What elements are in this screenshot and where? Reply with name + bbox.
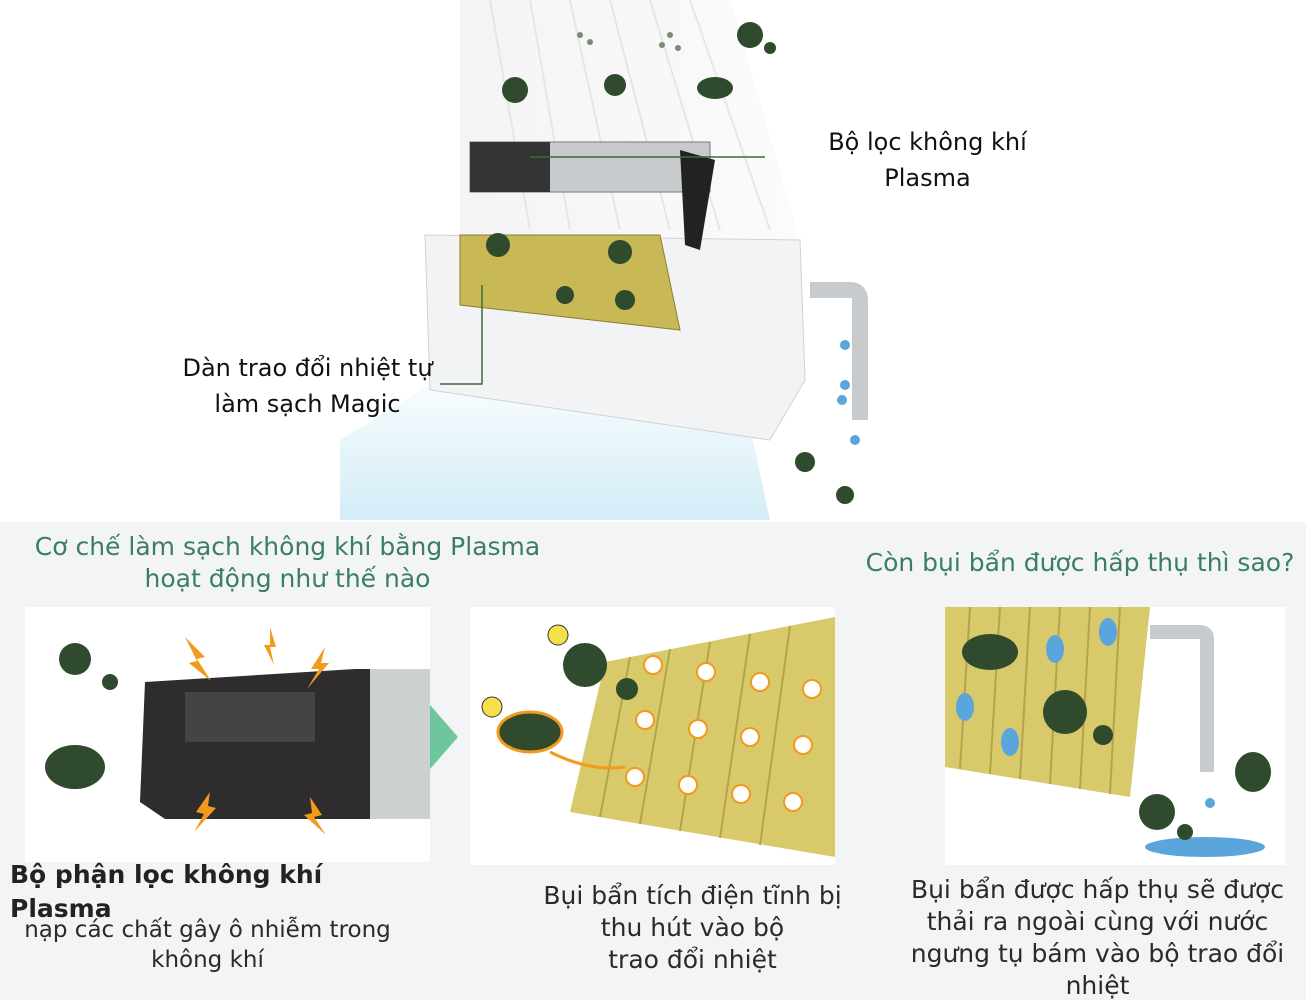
caption-line: Bụi bẩn tích điện tĩnh bị — [543, 881, 842, 910]
caption-line: không khí — [151, 947, 264, 973]
caption-line: nhiệt — [1065, 971, 1130, 1000]
caption-line: trao đổi nhiệt — [608, 945, 777, 974]
electrostatic-panel — [470, 607, 835, 865]
plasma-filter-label-line: Bộ lọc không khí — [828, 128, 1027, 156]
mechanism-heading-line: hoạt động như thế nào — [144, 564, 431, 593]
caption-line: thu hút vào bộ — [600, 913, 785, 942]
mechanism-heading-line: Cơ chế làm sạch không khí bằng Plasma — [34, 532, 541, 561]
plasma-filter-label-line: Plasma — [884, 164, 971, 192]
magic-coil-label-line: Dàn trao đổi nhiệt tự — [182, 354, 433, 382]
caption-line: ngưng tụ bám vào bộ trao đổi — [910, 939, 1285, 968]
caption-line: thải ra ngoài cùng với nước — [926, 907, 1269, 936]
electrostatic-caption: Bụi bẩn tích điện tĩnh bị thu hút vào bộ… — [525, 880, 860, 976]
magic-coil-label: Dàn trao đổi nhiệt tự làm sạch Magic — [170, 350, 445, 422]
air-conditioner-illustration — [330, 0, 890, 520]
caption-line: Bụi bẩn được hấp thụ sẽ được — [910, 875, 1285, 904]
plasma-filter-label: Bộ lọc không khí Plasma — [815, 124, 1040, 196]
mechanism-heading: Cơ chế làm sạch không khí bằng Plasma ho… — [10, 531, 565, 595]
magic-coil-label-line: làm sạch Magic — [214, 390, 401, 418]
plasma-unit-panel — [25, 607, 430, 862]
arrow-right-icon — [430, 705, 458, 769]
caption-line: nạp các chất gây ô nhiễm trong — [24, 917, 391, 943]
plasma-unit-caption: nạp các chất gây ô nhiễm trong không khí — [15, 915, 400, 975]
absorbed-dust-heading: Còn bụi bẩn được hấp thụ thì sao? — [865, 548, 1295, 577]
drainage-panel — [945, 607, 1285, 865]
drainage-caption: Bụi bẩn được hấp thụ sẽ được thải ra ngo… — [895, 874, 1300, 1002]
plasma-unit-title: Bộ phận lọc không khí Plasma — [10, 860, 323, 923]
